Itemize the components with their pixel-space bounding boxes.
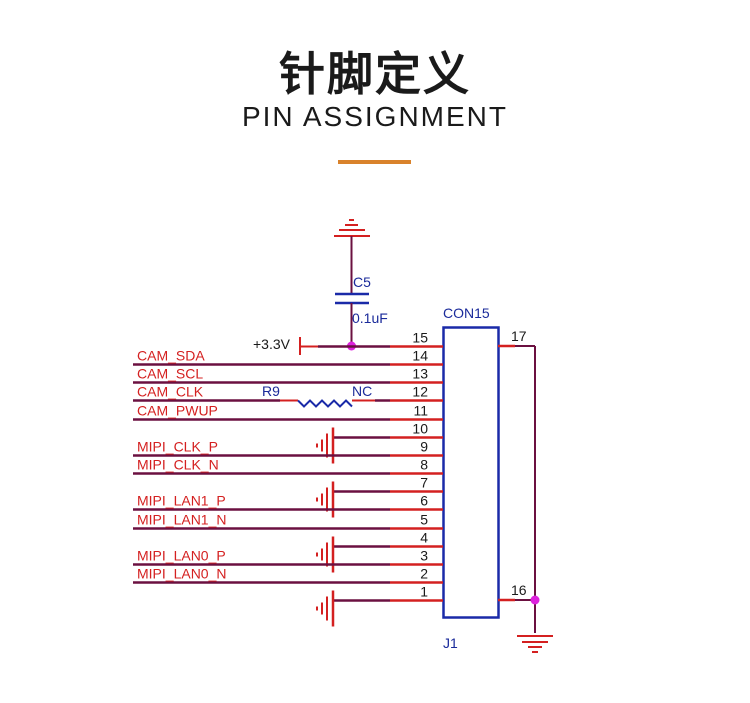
pin-number: 6: [420, 493, 428, 509]
resistor-zigzag: [297, 399, 353, 408]
resistor-designator: R9: [262, 383, 280, 399]
pin-number: 14: [412, 348, 428, 364]
pin-number: 15: [412, 330, 428, 346]
pin-number: 12: [412, 384, 428, 400]
ground-symbol-right: [517, 635, 553, 653]
connector-body: [442, 326, 500, 619]
net-label: CAM_SDA: [137, 348, 205, 364]
junction-dot: [530, 595, 540, 605]
pin-number: 5: [420, 512, 428, 528]
net-label: MIPI_CLK_P: [137, 439, 218, 455]
pin-number: 9: [420, 439, 428, 455]
net-label: CAM_SCL: [137, 366, 203, 382]
net-label: MIPI_CLK_N: [137, 457, 219, 473]
title-accent-divider: [338, 160, 411, 164]
net-label: MIPI_LAN1_N: [137, 512, 226, 528]
connector-left-pins: 1514CAM_SDA13CAM_SCL12CAM_CLK11CAM_PWUP1…: [133, 330, 443, 627]
pin-number: 13: [412, 366, 428, 382]
resistor-r9: R9 NC: [262, 383, 372, 399]
pin-number: 8: [420, 457, 428, 473]
net-label: CAM_CLK: [137, 384, 204, 400]
page-title-en: PIN ASSIGNMENT: [241, 101, 509, 132]
capacitor-c5: C5 0.1uF: [334, 219, 388, 346]
capacitor-designator: C5: [353, 274, 371, 290]
power-label: +3.3V: [253, 336, 291, 352]
resistor-value: NC: [352, 383, 372, 399]
pin-number: 11: [413, 403, 428, 419]
pin-number: 4: [420, 530, 428, 546]
connector-designator: J1: [443, 635, 458, 651]
pin-number: 2: [420, 566, 428, 582]
pin-number: 17: [511, 328, 527, 344]
connector-part: CON15: [443, 305, 490, 321]
pin-number: 16: [511, 582, 527, 598]
net-label: MIPI_LAN0_P: [137, 548, 226, 564]
page-title-cn: 针脚定义: [279, 47, 471, 101]
net-label: MIPI_LAN1_P: [137, 493, 226, 509]
connector-right-pins: 17 16: [498, 328, 553, 653]
pin-number: 7: [420, 475, 428, 491]
net-label: MIPI_LAN0_N: [137, 566, 226, 582]
capacitor-value: 0.1uF: [352, 310, 388, 326]
net-label: CAM_PWUP: [137, 403, 218, 419]
pin-number: 3: [420, 548, 428, 564]
pin-number: 10: [412, 421, 428, 437]
pin-number: 1: [420, 584, 428, 600]
ground-symbol-cap: [334, 219, 370, 237]
